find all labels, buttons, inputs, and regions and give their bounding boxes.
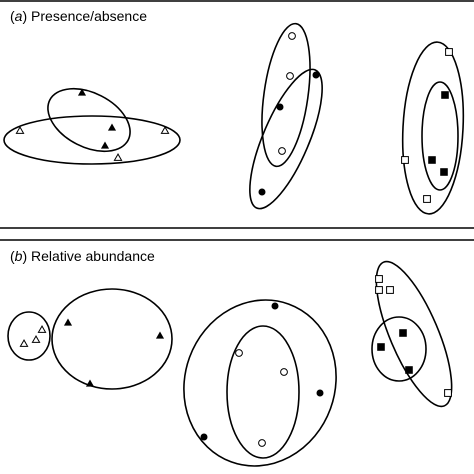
panel-b-open-square-point-5-1 xyxy=(375,275,383,283)
panel-b-title: (b) Relative abundance xyxy=(10,248,155,264)
panel-a-filled-square-point-6-2 xyxy=(428,156,436,164)
panel-a-title-text: Presence/absence xyxy=(31,8,147,24)
panel-a-open-circle-point-3-3 xyxy=(278,147,286,155)
panel-b-open-square-point-5-4 xyxy=(444,389,452,397)
panel-a-open-triangle-point-1-1 xyxy=(15,126,25,134)
panel-a-open-triangle-point-1-2 xyxy=(160,126,170,134)
panel-a-letter: a xyxy=(15,8,23,24)
panel-a-filled-circle-ellipse xyxy=(249,68,323,210)
panel-b-open-triangle-ellipse xyxy=(7,311,51,361)
panel-b-filled-square-point-6-3 xyxy=(405,366,413,374)
panel-b-filled-circle-ellipse xyxy=(183,299,337,467)
panel-a-filled-square-point-6-3 xyxy=(440,168,448,176)
panel-a-open-circle-point-3-1 xyxy=(288,32,296,40)
panel-b-title-text: Relative abundance xyxy=(31,248,155,264)
panel-a-open-triangle-ellipse xyxy=(3,115,181,165)
panel-b-open-square-ellipse xyxy=(375,260,453,408)
panel-a-filled-square-ellipse xyxy=(421,81,459,191)
panel-b-filled-triangle-ellipse xyxy=(51,288,173,390)
panel-b-open-circle-point-3-3 xyxy=(258,439,266,447)
panel-a-open-circle-ellipse xyxy=(261,22,311,168)
panel-b-filled-square-ellipse xyxy=(371,316,427,382)
panel-a-ellipses xyxy=(3,22,465,215)
panel-b-open-triangle-point-1-2 xyxy=(31,335,41,343)
panel-b-open-circle-point-3-1 xyxy=(235,349,243,357)
panel-b-open-square-point-5-2 xyxy=(375,286,383,294)
panel-b-filled-circle-point-4-3 xyxy=(200,433,208,441)
panel-b-open-triangle-point-1-3 xyxy=(19,339,29,347)
panel-b-open-triangle-point-1-1 xyxy=(37,325,47,333)
panel-a-filled-triangle-point-2-3 xyxy=(100,141,110,149)
panel-a-filled-circle-point-4-3 xyxy=(258,188,266,196)
panel-a-open-square-ellipse xyxy=(401,41,465,215)
panel-b-open-circle-point-3-2 xyxy=(280,368,288,376)
panel-a-filled-circle-point-4-1 xyxy=(312,71,320,79)
panel-a-open-square-point-5-2 xyxy=(401,156,409,164)
panel-b-letter: b xyxy=(15,248,23,264)
panel-b-filled-triangle-point-2-3 xyxy=(85,379,95,387)
panel-b-filled-triangle-point-2-1 xyxy=(63,318,73,326)
panel-b-filled-circle-point-4-2 xyxy=(316,389,324,397)
panel-a-filled-triangle-ellipse xyxy=(47,87,131,153)
panel-a-open-square-point-5-3 xyxy=(423,195,431,203)
panel-a-open-circle-point-3-2 xyxy=(286,72,294,80)
panel-b-filled-square-point-6-1 xyxy=(399,329,407,337)
panel-a-title: (a) Presence/absence xyxy=(10,8,147,24)
panel-b-filled-circle-point-4-1 xyxy=(271,302,279,310)
panel-a-filled-square-point-6-1 xyxy=(441,91,449,99)
panel-a-open-square-point-5-1 xyxy=(445,48,453,56)
panel-a-filled-triangle-point-2-1 xyxy=(77,88,87,96)
panel-a-open-triangle-point-1-3 xyxy=(113,153,123,161)
panel-a-filled-triangle-point-2-2 xyxy=(107,123,117,131)
panel-b-filled-triangle-point-2-2 xyxy=(155,331,165,339)
panel-b-open-circle-ellipse xyxy=(226,325,300,459)
panel-b-filled-square-point-6-2 xyxy=(377,343,385,351)
panel-b-open-square-point-5-3 xyxy=(386,286,394,294)
panel-b-ellipses xyxy=(7,260,453,467)
panel-a-filled-circle-point-4-2 xyxy=(276,103,284,111)
data-marks xyxy=(15,32,453,447)
